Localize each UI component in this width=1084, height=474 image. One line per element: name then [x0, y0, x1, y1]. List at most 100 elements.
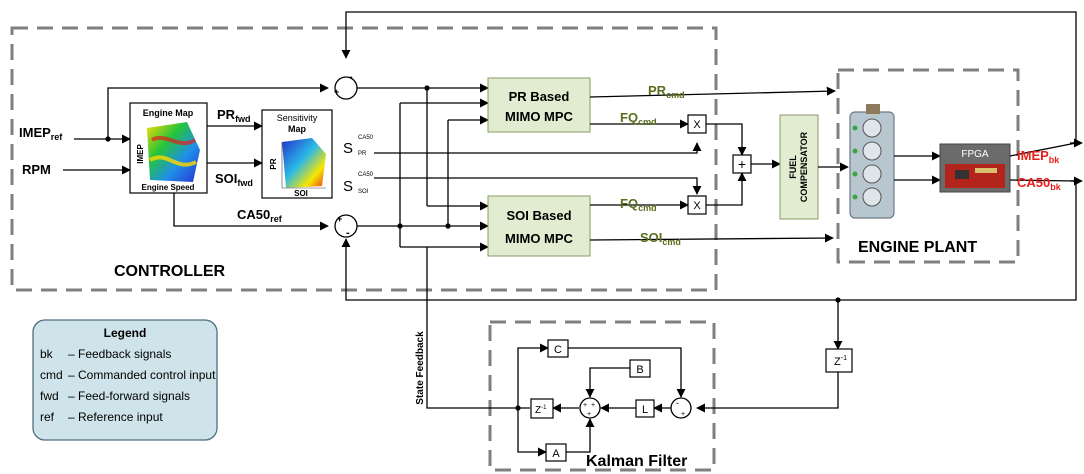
ca50-bk-label: CA50bk: [1017, 175, 1062, 192]
sensitivity-map-title-line1: Sensitivity: [277, 113, 318, 123]
svg-text:cmd: cmd: [40, 368, 63, 382]
kalman-sum-middle: + + +: [579, 397, 601, 419]
imep-bk-label: IMEPbk: [1017, 148, 1060, 165]
svg-text:– Commanded control input: – Commanded control input: [68, 368, 216, 382]
svg-text:+: +: [587, 411, 591, 418]
legend-box: Legend bk – Feedback signals cmd – Comma…: [32, 319, 218, 441]
mpc-pr-line2: MIMO MPC: [505, 109, 573, 124]
outer-delay-block: Z-1: [825, 348, 853, 373]
svg-text:– Feed-forward signals: – Feed-forward signals: [68, 389, 190, 403]
engine-plant-label: ENGINE PLANT: [858, 239, 977, 256]
sensitivity-map-ylabel: PR: [269, 158, 278, 169]
engine-block-image: [849, 104, 895, 219]
kalman-junction: [515, 405, 521, 411]
fq-cmd-top-label: FQcmd: [620, 110, 657, 127]
svg-text:S: S: [343, 178, 353, 195]
bus-junction-2: [397, 223, 403, 229]
svg-text:fwd: fwd: [40, 389, 59, 403]
soi-fwd-label: SOIfwd: [215, 171, 253, 188]
kalman-c-block: C: [547, 339, 569, 358]
pr-fwd-label: PRfwd: [217, 107, 251, 124]
mpc-soi-line1: SOI Based: [506, 208, 571, 223]
svg-text:C: C: [554, 344, 562, 356]
engine-map-title: Engine Map: [143, 108, 194, 118]
svg-text:– Reference input: – Reference input: [68, 410, 163, 424]
fuel-compensator-line1: FUEL: [788, 155, 798, 179]
controller-region: [10, 26, 718, 292]
svg-text:X: X: [693, 119, 701, 131]
sum-junction-bottom: + -: [334, 214, 358, 239]
svg-text:+: +: [583, 402, 587, 409]
engine-map-xlabel: Engine Speed: [142, 183, 195, 192]
kalman-sum-right: - +: [670, 397, 692, 419]
sensitivity-map-block: Sensitivity Map PR SOI: [261, 109, 333, 199]
bus-junction-3: [445, 223, 451, 229]
controller-label: CONTROLLER: [114, 263, 226, 280]
engine-plant-region: [836, 68, 1020, 264]
fq-cmd-bottom-label: FQcmd: [620, 196, 657, 213]
kalman-filter-region: [488, 320, 716, 472]
sensitivity-map-title-line2: Map: [288, 124, 307, 134]
svg-text:ref: ref: [40, 410, 55, 424]
ca50-ref-label: CA50ref: [237, 207, 283, 224]
kalman-delay-block: Z-1: [530, 398, 554, 419]
ca50-bk-junction: [1073, 178, 1079, 184]
legend-item: fwd – Feed-forward signals: [40, 389, 190, 403]
imep-junction: [105, 136, 111, 142]
fuel-compensator-block: FUEL COMPENSATOR: [779, 114, 819, 220]
legend-title: Legend: [104, 326, 147, 340]
top-feedback-loop: [341, 11, 1077, 143]
svg-text:+: +: [591, 402, 595, 409]
s-soi-label: S CA50 SOI: [343, 172, 374, 195]
legend-item: ref – Reference input: [40, 410, 163, 424]
controller-wires: [341, 83, 1077, 409]
svg-text:bk: bk: [40, 347, 54, 361]
multiplier-top: X: [687, 114, 707, 134]
mpc-soi-block: SOI Based MIMO MPC: [487, 195, 591, 257]
svg-text:Z-1: Z-1: [535, 405, 547, 416]
svg-text:S: S: [343, 140, 353, 157]
svg-text:Z-1: Z-1: [834, 355, 847, 368]
svg-text:B: B: [636, 364, 643, 376]
soi-cmd-label: SOIcmd: [640, 230, 681, 247]
adder-block: +: [732, 154, 752, 174]
legend-item: cmd – Commanded control input: [40, 368, 216, 382]
s-pr-label: S CA50 PR: [343, 135, 374, 157]
svg-text:– Feedback signals: – Feedback signals: [68, 347, 171, 361]
bus-junction-1: [424, 85, 430, 91]
sum-junction-top: + -: [334, 71, 358, 100]
mpc-pr-block: PR Based MIMO MPC: [487, 77, 591, 133]
engine-to-fpga-wires: [894, 151, 941, 185]
sensitivity-map-xlabel: SOI: [294, 189, 308, 198]
kalman-a-block: A: [545, 443, 567, 462]
delay-feedback-wires: [696, 300, 843, 413]
svg-text:SOI: SOI: [358, 189, 369, 195]
engine-map-ylabel: IMEP: [136, 144, 145, 164]
kalman-l-block: L: [635, 399, 655, 418]
svg-text:+: +: [334, 87, 339, 97]
svg-text:L: L: [642, 404, 648, 416]
fuel-compensator-line2: COMPENSATOR: [799, 131, 809, 202]
command-wires: [589, 86, 836, 243]
kalman-b-block: B: [629, 359, 651, 378]
svg-text:-: -: [346, 227, 350, 239]
svg-text:-: -: [676, 398, 679, 408]
svg-text:+: +: [337, 214, 342, 224]
svg-text:CA50: CA50: [358, 135, 374, 141]
imep-ref-label: IMEPref: [19, 125, 63, 142]
svg-text:PR: PR: [358, 151, 367, 157]
imep-bk-junction: [1073, 140, 1079, 146]
fpga-label: FPGA: [961, 149, 989, 160]
legend-item: bk – Feedback signals: [40, 347, 171, 361]
svg-text:A: A: [552, 448, 560, 460]
fpga-block: FPGA: [939, 143, 1011, 193]
kalman-wires: [517, 343, 686, 457]
pr-cmd-label: PRcmd: [648, 83, 685, 100]
svg-text:-: -: [349, 71, 353, 83]
svg-text:X: X: [693, 200, 701, 212]
svg-text:+: +: [738, 156, 746, 172]
state-feedback-label: State Feedback: [415, 331, 426, 405]
delay-junction: [835, 297, 841, 303]
mpc-pr-line1: PR Based: [509, 89, 570, 104]
